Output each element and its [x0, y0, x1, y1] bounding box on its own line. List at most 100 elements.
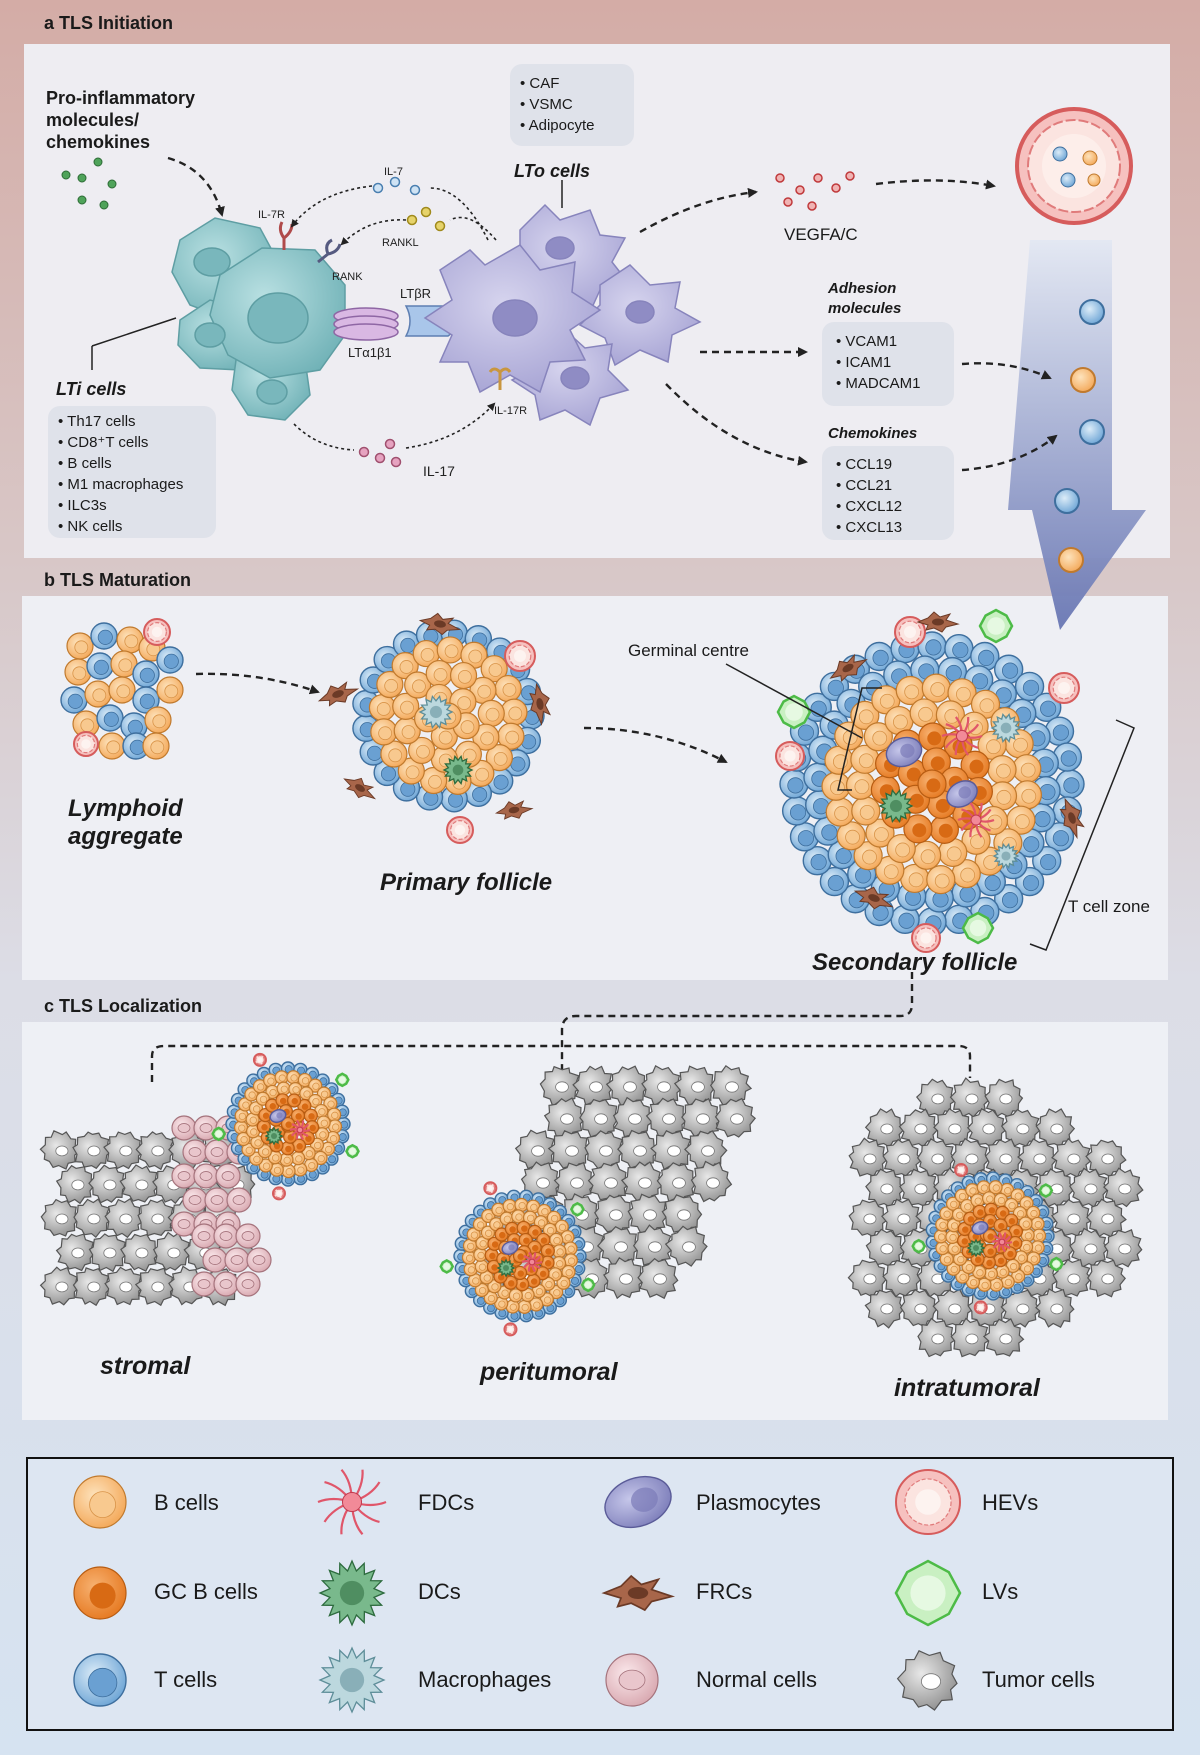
- tumor-cell: [637, 1257, 679, 1300]
- lv-cell: [345, 1143, 360, 1159]
- chemokines-title: Chemokines: [828, 425, 917, 442]
- n-cell: [213, 1223, 239, 1249]
- dc-cell: [496, 1258, 516, 1278]
- svg-text:• CXCL13: • CXCL13: [836, 519, 902, 536]
- arrow-chemokines-to-recruitment: [961, 434, 1058, 472]
- lti-sources-list: • Th17 cells • CD8⁺T cells • B cells • M…: [58, 413, 183, 535]
- tumor-cell: [632, 1224, 676, 1266]
- b-cell: [64, 658, 92, 686]
- tumor-cell: [88, 1164, 129, 1204]
- hev-cell: [271, 1186, 286, 1201]
- b-cell: [430, 722, 458, 750]
- b-cell: [926, 864, 956, 895]
- t-cell: [1015, 828, 1045, 858]
- tumor-cell: [603, 1257, 647, 1300]
- arrow-rankl-source: [449, 216, 497, 241]
- panel-c-header: c TLS Localization: [44, 996, 202, 1016]
- b-cell: [276, 1081, 291, 1096]
- t-cell: [802, 845, 832, 876]
- tumor-cell: [1000, 1289, 1041, 1328]
- b-cell: [483, 1290, 498, 1305]
- germinal-centre-bracket: [837, 687, 882, 791]
- macrophage-cell: [990, 712, 1022, 744]
- b-cell: [1012, 780, 1042, 810]
- tumor-cell: [103, 1131, 144, 1170]
- tumor-cell: [72, 1267, 111, 1307]
- lta1b1-label: LTα1β1: [348, 345, 392, 360]
- tumor-cell: [1052, 1258, 1093, 1297]
- t-cell: [819, 866, 850, 897]
- tumor-cell: [1017, 1138, 1059, 1177]
- fdc-cell: [991, 1231, 1013, 1253]
- tumor-cell: [120, 1233, 161, 1272]
- b-cell: [983, 1266, 999, 1281]
- arrow-il7-to-lti: [290, 185, 373, 228]
- tumor-cell: [1103, 1167, 1144, 1208]
- frc-cell: [1059, 797, 1085, 840]
- b-cell: [308, 1093, 323, 1109]
- gc-cell: [982, 1243, 998, 1259]
- legend-label-macrophages: Macrophages: [418, 1667, 551, 1692]
- n-cell: [605, 1653, 659, 1707]
- plasmocyte-cell: [885, 736, 923, 768]
- tumor-cell: [594, 1194, 636, 1234]
- t-cell: [464, 1213, 480, 1229]
- lto-sources-box: [510, 64, 634, 146]
- t-cell: [60, 686, 88, 714]
- b-cell: [308, 1078, 323, 1093]
- svg-text:• ILC3s: • ILC3s: [58, 497, 107, 514]
- rankl-molecules: [406, 206, 446, 232]
- n-cell: [202, 1247, 228, 1273]
- b-cell: [529, 1297, 544, 1312]
- gc-cell: [515, 1277, 530, 1292]
- t-cell: [827, 839, 857, 870]
- gc-cell: [512, 1265, 528, 1281]
- b-cell: [1004, 1197, 1019, 1213]
- il7r-label: IL-7R: [258, 209, 285, 221]
- b-cell: [477, 699, 505, 727]
- lv-cell: [776, 694, 812, 730]
- t-cell: [73, 1653, 127, 1707]
- frc-cell: [601, 1574, 676, 1612]
- tumor-cell: [104, 1266, 146, 1306]
- tumor-cell: [984, 1138, 1024, 1179]
- svg-text:• Adipocyte: • Adipocyte: [520, 117, 594, 134]
- tumor-cell: [55, 1233, 96, 1272]
- hev-cell: [895, 1469, 961, 1535]
- dc-cell: [318, 1559, 386, 1627]
- tumor-cell: [620, 1161, 665, 1202]
- b-cell: [900, 863, 930, 894]
- tumor-cell: [641, 1065, 684, 1107]
- b-cell: [380, 740, 408, 768]
- gc-cell: [918, 722, 948, 752]
- t-cell: [993, 654, 1024, 684]
- b-cell: [248, 1101, 264, 1116]
- n-cell: [224, 1247, 250, 1273]
- chemokines-list: • CCL19 • CCL21 • CXCL12 • CXCL13: [836, 456, 902, 536]
- hev-cell: [73, 731, 99, 757]
- t-cell: [86, 652, 114, 680]
- legend-label-dcs: DCs: [418, 1579, 461, 1604]
- tumor-cell: [881, 1198, 923, 1237]
- b-cell: [494, 674, 522, 703]
- tumor-cell: [982, 1318, 1025, 1357]
- b-cell: [1000, 1274, 1015, 1289]
- b-cell: [511, 1209, 526, 1224]
- b-cell: [946, 1261, 961, 1276]
- tumor-cell: [882, 1138, 923, 1177]
- arrow-lti-to-il17: [293, 423, 355, 451]
- b-cell: [98, 732, 126, 760]
- b-cell: [1018, 1216, 1033, 1231]
- il7-label: IL-7: [384, 166, 403, 178]
- gc-cell: [903, 814, 933, 844]
- b-cell: [987, 781, 1018, 811]
- b-cell: [467, 1273, 483, 1288]
- tumor-cell: [865, 1168, 904, 1209]
- tumor-cell: [915, 1078, 957, 1118]
- rank-receptor: [317, 238, 342, 264]
- legend-label-tumor-cells: Tumor cells: [982, 1667, 1095, 1692]
- tumor-cell: [882, 1258, 922, 1298]
- tumor-cell: [896, 1650, 958, 1711]
- lti-title: LTi cells: [56, 379, 126, 399]
- n-cell: [191, 1223, 217, 1249]
